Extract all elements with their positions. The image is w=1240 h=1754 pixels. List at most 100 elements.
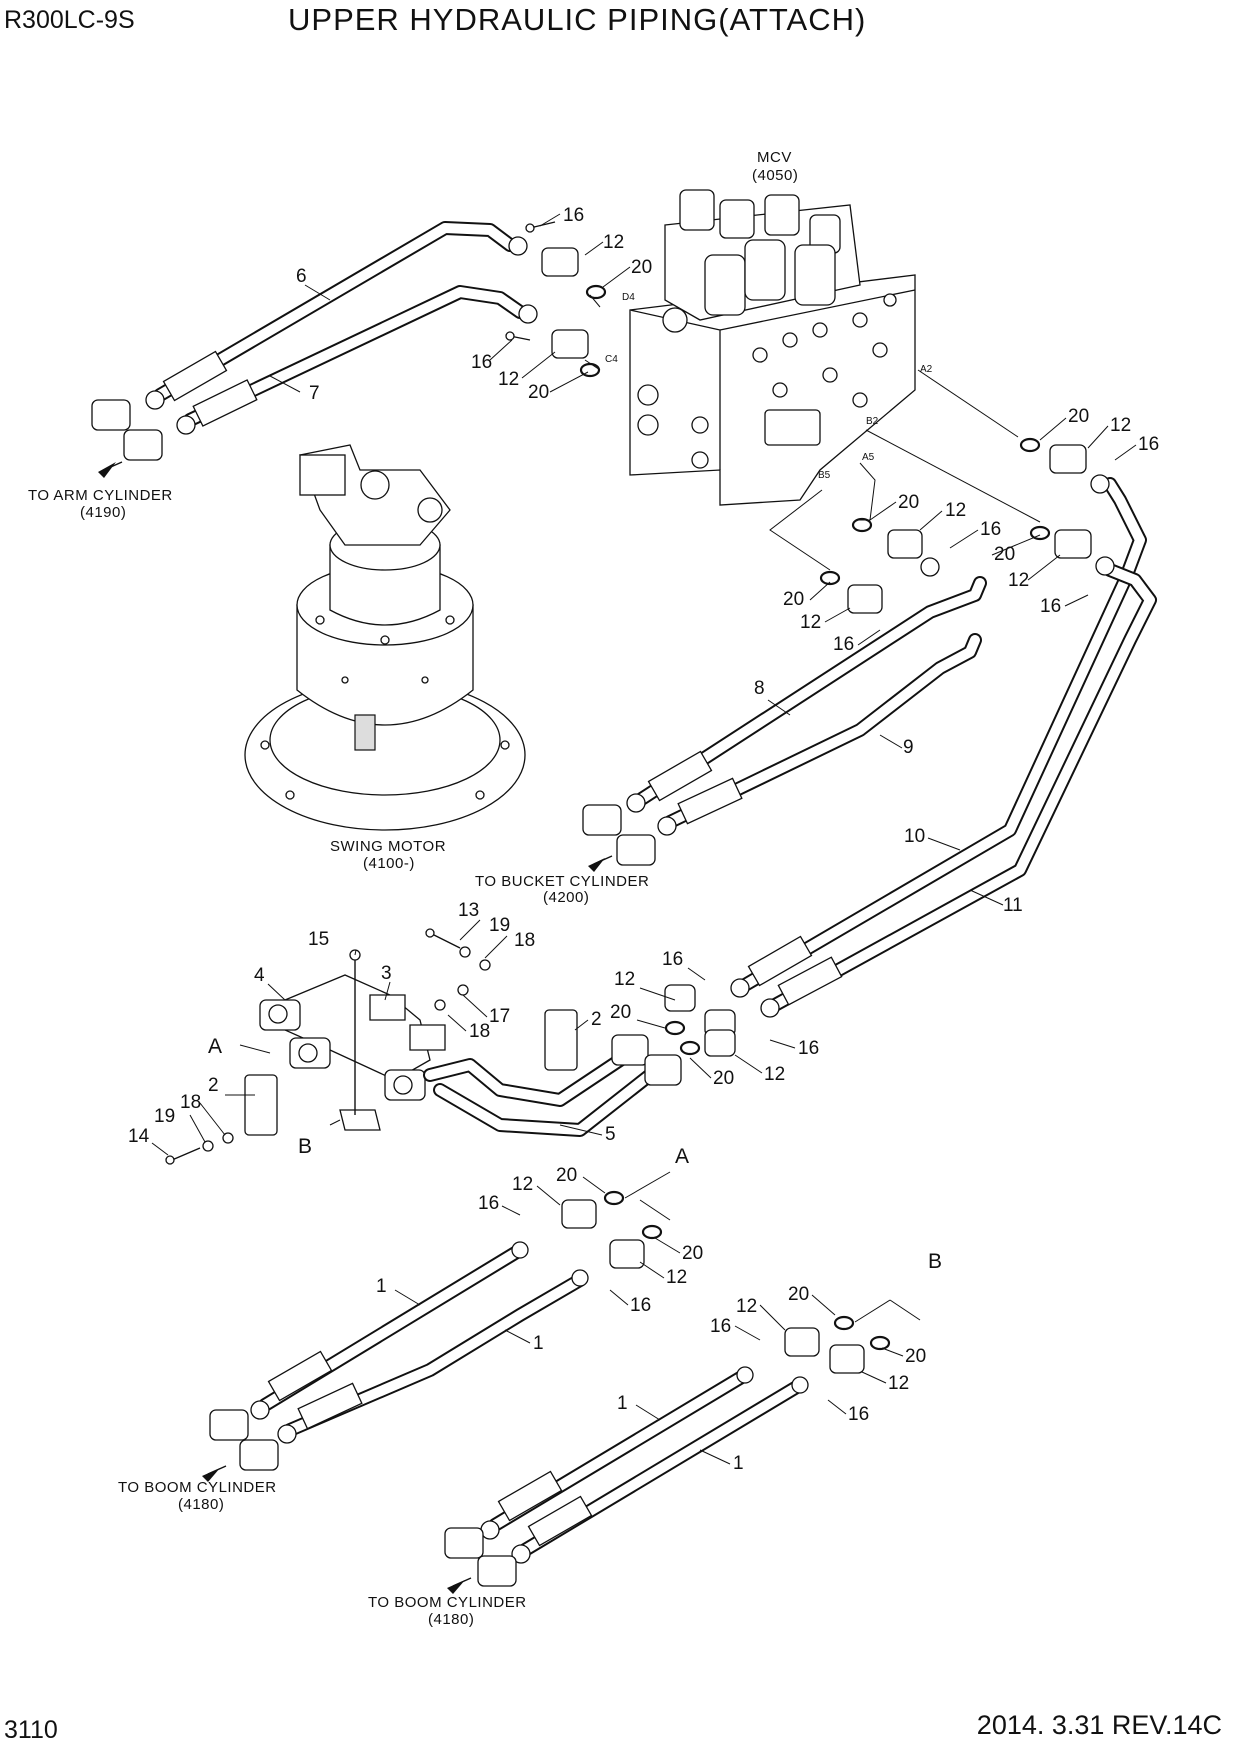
arrow-icon xyxy=(98,461,123,478)
callout: 17 xyxy=(489,1006,510,1027)
callout: 12 xyxy=(945,500,966,521)
arrow-icon xyxy=(588,855,613,872)
manifold-assembly xyxy=(165,928,736,1165)
callout: 16 xyxy=(1138,434,1159,455)
mcv-valve-block xyxy=(629,189,916,506)
callout: 1 xyxy=(733,1453,744,1474)
callout: 20 xyxy=(631,257,652,278)
callout: 12 xyxy=(498,369,519,390)
callout: 2 xyxy=(591,1009,602,1030)
port-a2: A2 xyxy=(920,364,933,375)
callout: 20 xyxy=(610,1002,631,1023)
callout: 20 xyxy=(528,382,549,403)
page-title: UPPER HYDRAULIC PIPING(ATTACH) xyxy=(288,2,867,37)
port-b2: B2 xyxy=(866,416,879,427)
bucket-hoses xyxy=(582,517,987,866)
mcv-flanges-top xyxy=(505,221,607,378)
callout: 20 xyxy=(1068,406,1089,427)
callout: 18 xyxy=(514,930,535,951)
callout: 1 xyxy=(376,1276,387,1297)
callout: 6 xyxy=(296,266,307,287)
swing-motor xyxy=(244,444,526,831)
boom-hoses-1 xyxy=(209,1171,671,1471)
callout: 12 xyxy=(1110,415,1131,436)
callout: 20 xyxy=(556,1165,577,1186)
ref-b-right: B xyxy=(928,1250,942,1273)
callout: 20 xyxy=(788,1284,809,1305)
port-c4: C4 xyxy=(605,354,618,365)
mcv-code: (4050) xyxy=(752,167,798,184)
ref-a-left: A xyxy=(208,1035,222,1058)
callout: 16 xyxy=(471,352,492,373)
callout: 15 xyxy=(308,929,329,950)
port-b5: B5 xyxy=(818,470,831,481)
callout: 1 xyxy=(617,1393,628,1414)
long-hoses xyxy=(730,437,1157,1018)
swing-motor-label: SWING MOTOR xyxy=(330,838,446,855)
arm-hoses xyxy=(91,221,538,461)
arm-destination: TO ARM CYLINDER xyxy=(28,487,173,504)
callout: 20 xyxy=(783,589,804,610)
callout: 20 xyxy=(713,1068,734,1089)
ref-b-left: B xyxy=(298,1135,312,1158)
port-a5: A5 xyxy=(862,452,875,463)
callout: 16 xyxy=(662,949,683,970)
model-number: R300LC-9S xyxy=(4,6,135,34)
callout: 16 xyxy=(798,1038,819,1059)
boom-destination-2: TO BOOM CYLINDER xyxy=(368,1594,527,1611)
callout: 5 xyxy=(605,1124,616,1145)
callout: 12 xyxy=(888,1373,909,1394)
callout: 16 xyxy=(563,205,584,226)
callout: 11 xyxy=(1003,895,1023,916)
callout: 8 xyxy=(754,678,765,699)
callout: 12 xyxy=(512,1174,533,1195)
callout: 10 xyxy=(904,826,925,847)
arrow-icon xyxy=(447,1577,472,1594)
callout: 12 xyxy=(614,969,635,990)
callout: 12 xyxy=(666,1267,687,1288)
callouts: 16 12 20 6 16 12 20 7 20 12 16 20 12 16 … xyxy=(128,205,1159,1474)
arm-destination-code: (4190) xyxy=(80,504,126,521)
boom-hoses-2 xyxy=(444,1299,921,1587)
port-d4: D4 xyxy=(622,292,635,303)
callout: 20 xyxy=(905,1346,926,1367)
callout: 12 xyxy=(603,232,624,253)
bucket-destination-code: (4200) xyxy=(543,889,589,906)
callout: 13 xyxy=(458,900,479,921)
callout: 20 xyxy=(994,544,1015,565)
callout: 14 xyxy=(128,1126,150,1147)
callout: 12 xyxy=(800,612,821,633)
callout: 16 xyxy=(833,634,854,655)
callout: 2 xyxy=(208,1075,219,1096)
callout: 19 xyxy=(489,915,510,936)
callout: 16 xyxy=(478,1193,499,1214)
boom-destination-1-code: (4180) xyxy=(178,1496,224,1513)
callout: 4 xyxy=(254,965,265,986)
callout: 18 xyxy=(180,1092,201,1113)
boom-destination-1: TO BOOM CYLINDER xyxy=(118,1479,277,1496)
callout-leaders xyxy=(151,213,1137,1465)
arrow-icon xyxy=(202,1465,227,1482)
bucket-destination: TO BUCKET CYLINDER xyxy=(475,873,649,890)
callout: 12 xyxy=(736,1296,757,1317)
ref-a-right: A xyxy=(675,1145,689,1168)
page-number: 3110 xyxy=(4,1716,58,1744)
mcv-label: MCV xyxy=(757,149,792,166)
callout: 12 xyxy=(764,1064,785,1085)
callout: 20 xyxy=(682,1243,703,1264)
callout: 16 xyxy=(848,1404,869,1425)
callout: 9 xyxy=(903,737,914,758)
callout: 12 xyxy=(1008,570,1029,591)
callout: 7 xyxy=(309,383,320,404)
revision-date: 2014. 3.31 REV.14C xyxy=(976,1710,1222,1740)
callout: 18 xyxy=(469,1021,490,1042)
swing-motor-code: (4100-) xyxy=(363,855,415,872)
callout: 1 xyxy=(533,1333,544,1354)
callout: 16 xyxy=(980,519,1001,540)
callout: 16 xyxy=(1040,596,1061,617)
boom-destination-2-code: (4180) xyxy=(428,1611,474,1628)
callout: 3 xyxy=(381,963,392,984)
callout: 16 xyxy=(710,1316,731,1337)
callout: 19 xyxy=(154,1106,175,1127)
callout: 20 xyxy=(898,492,919,513)
